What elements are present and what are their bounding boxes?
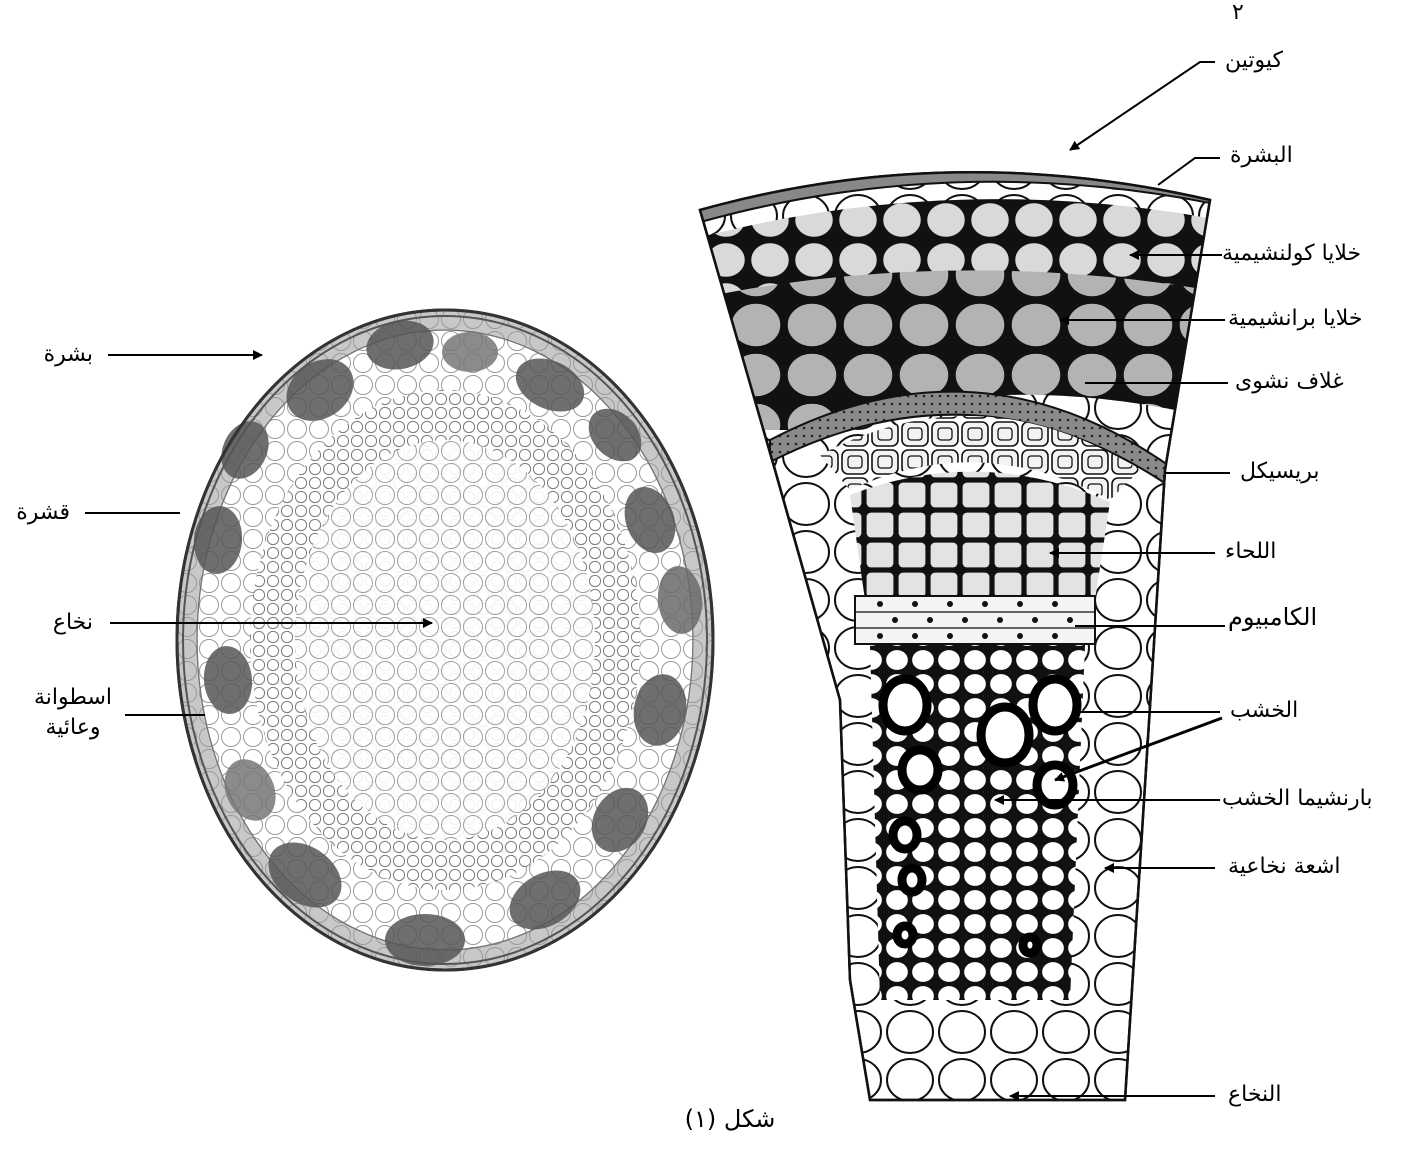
label-vascular-cylinder: اسطوانة وعائية xyxy=(18,683,128,743)
stem-cross-section-photo xyxy=(177,310,713,970)
label-pith: نخاع xyxy=(28,610,93,636)
label-phloem: اللحاء xyxy=(1225,539,1335,565)
label-pericycle: بريسيكل xyxy=(1240,459,1370,485)
label-cambium: الكامبيوم xyxy=(1228,604,1378,630)
figure-caption: شكل (١) xyxy=(660,1105,800,1133)
stem-wedge-detail xyxy=(690,157,1220,1100)
arrow-cuticle xyxy=(1070,62,1215,150)
label-cortex: قشرة xyxy=(5,500,70,526)
label-xylem: الخشب xyxy=(1230,698,1350,724)
label-pith-r: النخاع xyxy=(1228,1082,1338,1108)
label-collenchyma: خلايا كولنشيمية xyxy=(1222,241,1402,267)
page-number: ٢ xyxy=(1232,0,1244,25)
label-cuticle: كيوتين xyxy=(1225,48,1345,74)
label-medullary-rays: اشعة نخاعية xyxy=(1228,854,1378,880)
arrow-epidermis-r xyxy=(1158,158,1220,185)
label-starch-sheath: غلاف نشوى xyxy=(1235,369,1385,395)
label-xylem-parenchyma: بارنشيما الخشب xyxy=(1222,786,1412,812)
label-epidermis-r: البشرة xyxy=(1230,143,1340,169)
label-parenchyma: خلايا برانشيمية xyxy=(1228,306,1408,332)
label-epidermis: بشرة xyxy=(28,342,93,368)
